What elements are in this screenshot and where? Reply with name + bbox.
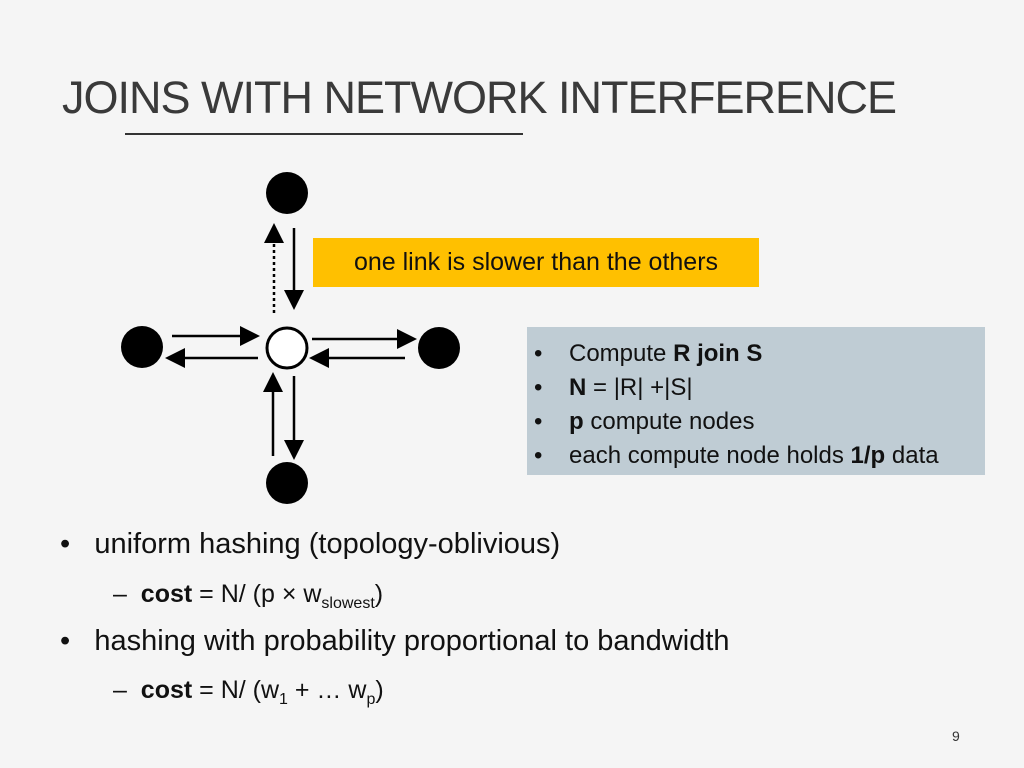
bullet: • uniform hashing (topology-oblivious): [60, 528, 561, 560]
node-right: [418, 327, 460, 369]
network-diagram: [121, 172, 460, 504]
info-item: Compute R join S: [534, 337, 985, 371]
node-top: [266, 172, 308, 214]
node-left: [121, 326, 163, 368]
slide-title: JOINS WITH NETWORK INTERFERENCE: [62, 72, 897, 123]
info-box: Compute R join S N = |R| +|S| p compute …: [527, 327, 985, 475]
sub-bullet: – cost = N/ (w1 + … wp): [113, 676, 384, 708]
callout-box: one link is slower than the others: [313, 238, 759, 287]
bullet: • hashing with probability proportional …: [60, 625, 730, 657]
info-item: N = |R| +|S|: [534, 371, 985, 405]
node-center: [265, 326, 309, 370]
info-item: each compute node holds 1/p data: [534, 439, 985, 473]
info-item: p compute nodes: [534, 405, 985, 439]
node-bottom: [266, 462, 308, 504]
title-underline: [125, 133, 523, 135]
page-number: 9: [952, 728, 960, 744]
sub-bullet: – cost = N/ (p × wslowest): [113, 580, 384, 612]
